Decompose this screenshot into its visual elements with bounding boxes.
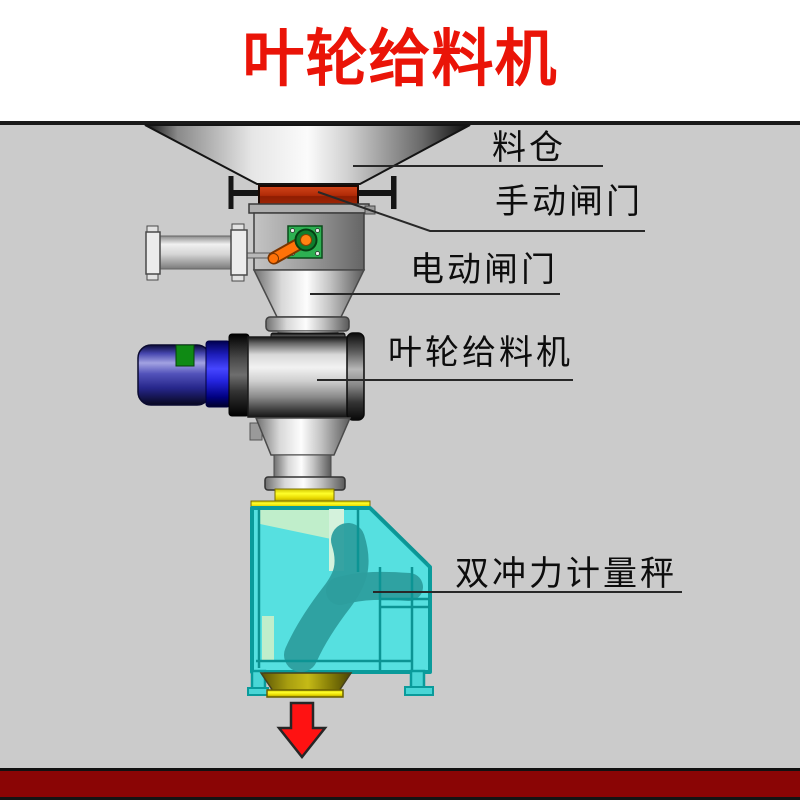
scale-outlet xyxy=(259,672,353,698)
outlet-assembly xyxy=(250,417,371,509)
drum-flange-left xyxy=(228,333,250,417)
cylinder-end-right xyxy=(230,229,248,276)
feeder-motor xyxy=(137,344,211,406)
manual-gate xyxy=(228,176,397,209)
cylinder-end-left xyxy=(145,231,161,275)
label-electric-gate: 电动闸门 xyxy=(410,252,558,289)
bottom-edge-line xyxy=(0,797,800,800)
manual-gate-handle-left xyxy=(228,176,234,209)
discharge-flange xyxy=(266,689,344,698)
scale-frame-lines xyxy=(256,508,429,670)
top-divider-line xyxy=(0,121,800,125)
label-hopper: 料仓 xyxy=(492,130,566,167)
hopper-cone xyxy=(144,124,471,185)
connection-flange xyxy=(264,476,346,491)
leader-manual-gate xyxy=(317,191,645,232)
motor-coupling xyxy=(205,340,231,408)
flow-arrow xyxy=(276,701,328,760)
pneumatic-cylinder xyxy=(145,223,276,282)
manual-gate-handle-right xyxy=(391,176,397,209)
label-manual-gate: 手动闸门 xyxy=(495,184,643,221)
reducer-cone xyxy=(254,417,352,456)
outlet-pipe xyxy=(273,454,332,479)
leader-lines xyxy=(310,165,682,593)
bottom-bar xyxy=(0,771,800,797)
impeller-feeder xyxy=(137,332,365,441)
discharge-funnel xyxy=(252,269,366,340)
motor-terminal-box xyxy=(175,344,195,367)
drum-end-cap xyxy=(346,332,365,421)
discharge-cone xyxy=(259,672,353,692)
label-impeller-feeder: 叶轮给料机 xyxy=(388,335,573,372)
feeder-drum xyxy=(247,336,350,418)
yellow-inlet-block xyxy=(274,488,335,503)
manual-gate-body xyxy=(258,185,359,207)
page-title: 叶轮给料机 xyxy=(242,25,558,94)
label-weighing-scale: 双冲力计量秤 xyxy=(455,556,677,593)
bottom-divider-line xyxy=(0,768,800,771)
gate-flange-plate xyxy=(248,203,370,214)
weighing-scale xyxy=(247,506,434,696)
cylinder-body xyxy=(158,235,235,270)
electric-gate-actuator xyxy=(267,225,323,265)
